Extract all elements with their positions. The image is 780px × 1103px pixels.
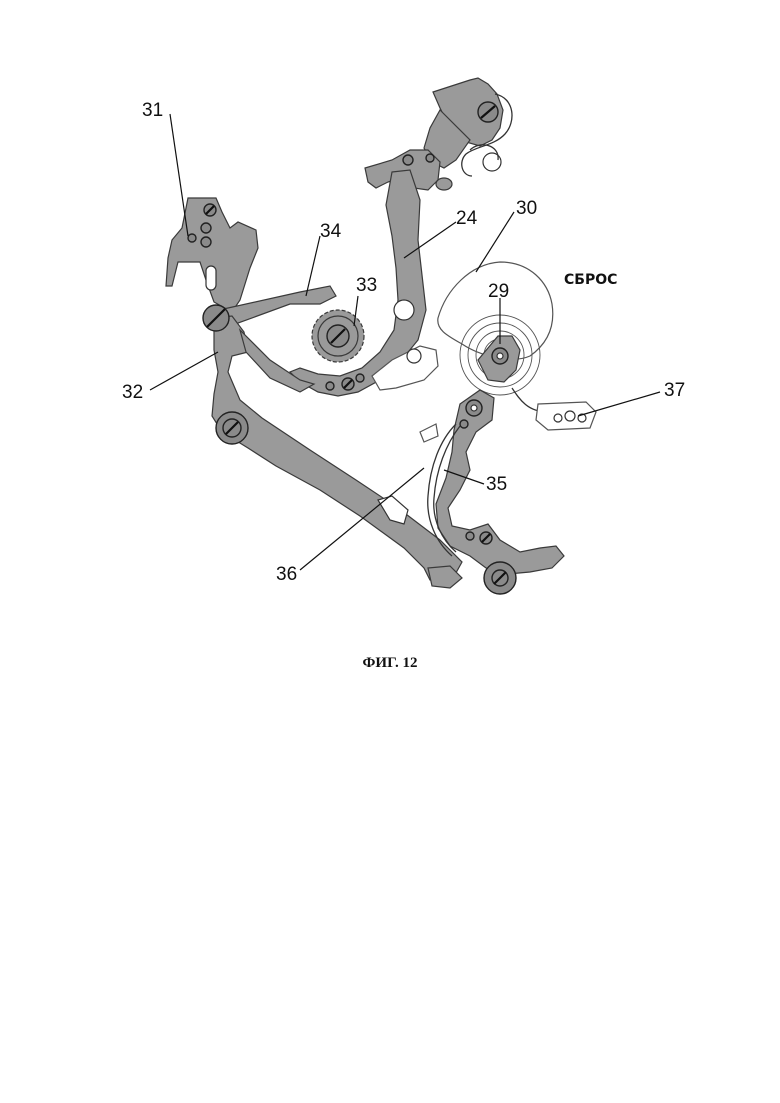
leader-32: [150, 352, 218, 390]
wheel-33: [312, 310, 364, 362]
reset-label: СБРОС: [564, 272, 617, 288]
plate-37: [536, 402, 596, 430]
ref-32: 32: [122, 382, 143, 403]
mechanism-drawing: 31 34 33 24 30 29 32 37 35 36 СБРОС: [0, 0, 780, 700]
ref-29: 29: [488, 281, 509, 302]
bracket-31: [166, 198, 258, 312]
ref-34: 34: [320, 221, 342, 242]
figure-caption: ФИГ. 12: [0, 655, 780, 672]
ref-24: 24: [456, 208, 478, 229]
ref-31: 31: [142, 100, 163, 121]
leader-31: [170, 114, 188, 236]
leader-37: [578, 392, 660, 416]
leader-34: [306, 236, 320, 296]
ref-33: 33: [356, 275, 377, 296]
ref-36: 36: [276, 564, 297, 585]
ref-35: 35: [486, 474, 507, 495]
ref-30: 30: [516, 198, 537, 219]
ref-37: 37: [664, 380, 685, 401]
upper-right-lever: [365, 78, 512, 190]
